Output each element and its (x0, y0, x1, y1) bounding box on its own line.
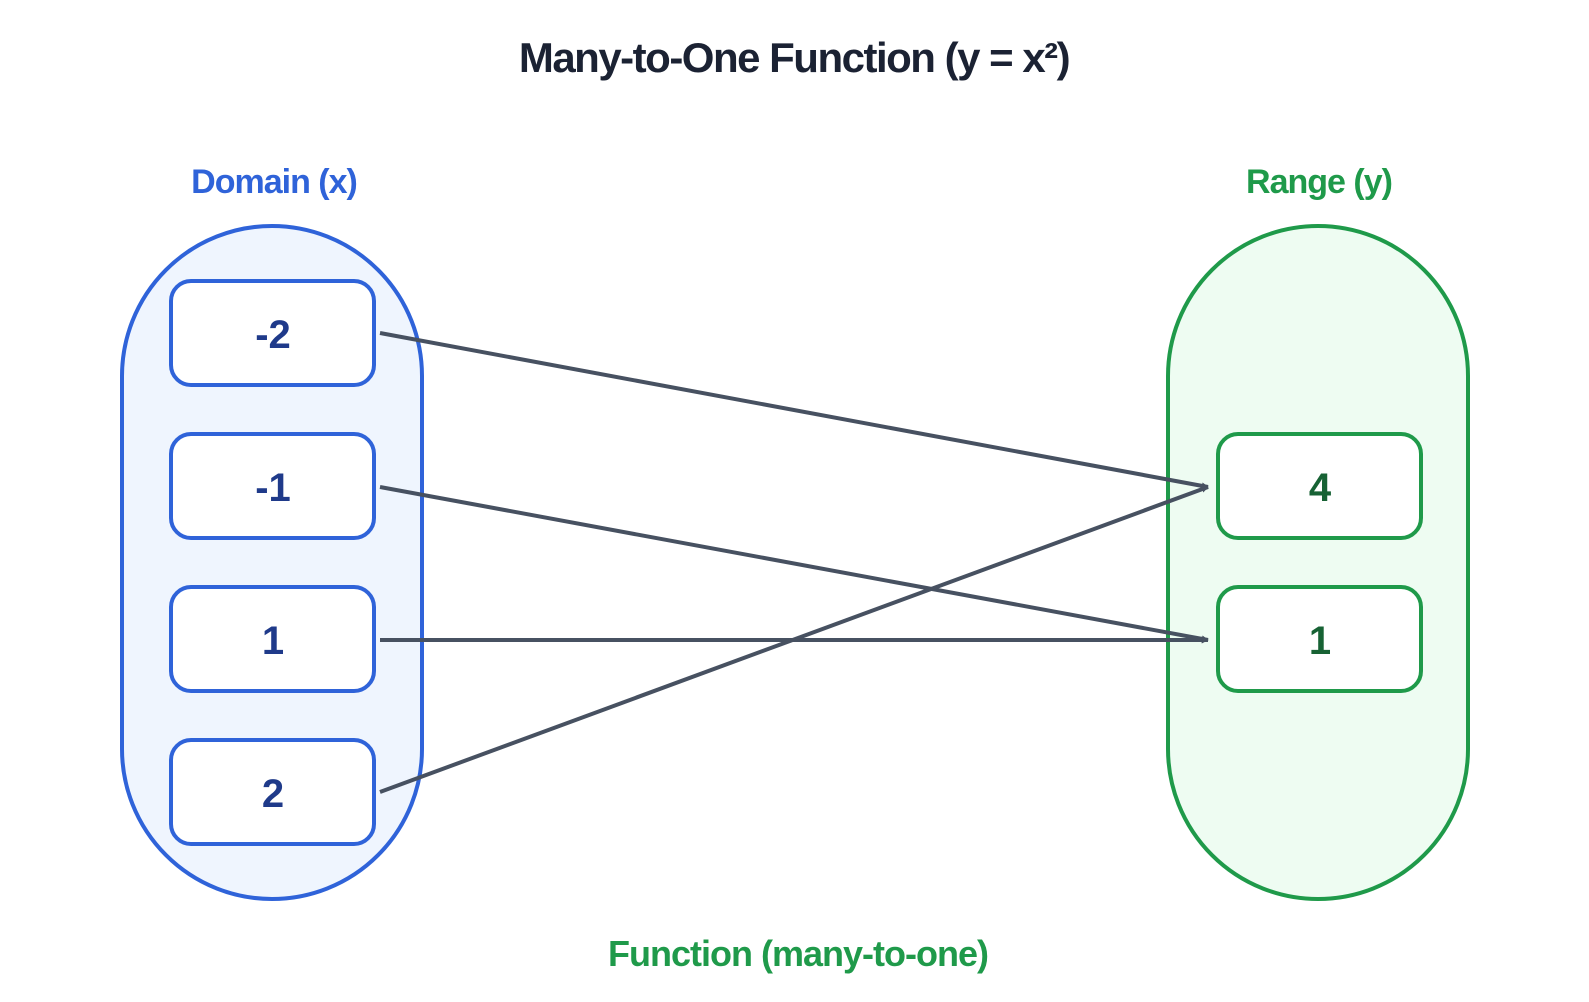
range-node: 1 (1216, 585, 1423, 693)
range-set (1166, 224, 1470, 901)
domain-node: -2 (169, 279, 376, 387)
domain-label: Domain (x) (191, 163, 357, 201)
domain-node: -1 (169, 432, 376, 540)
mapping-arrow (379, 331, 1209, 490)
domain-node: 2 (169, 738, 376, 846)
domain-value: 2 (262, 772, 284, 816)
range-value: 1 (1309, 619, 1331, 663)
range-label: Range (y) (1246, 163, 1392, 201)
range-value: 4 (1309, 466, 1332, 510)
domain-value: -2 (255, 313, 291, 357)
domain-value: -1 (255, 466, 291, 510)
domain-set (120, 224, 424, 901)
mapping-arrow (379, 485, 1209, 794)
footer-label: Function (many-to-one) (608, 933, 988, 974)
mapping-arrow (379, 485, 1209, 643)
domain-value: 1 (262, 619, 284, 663)
diagram-title: Many-to-One Function (y = x²) (519, 34, 1069, 81)
domain-node: 1 (169, 585, 376, 693)
range-node: 4 (1216, 432, 1423, 540)
